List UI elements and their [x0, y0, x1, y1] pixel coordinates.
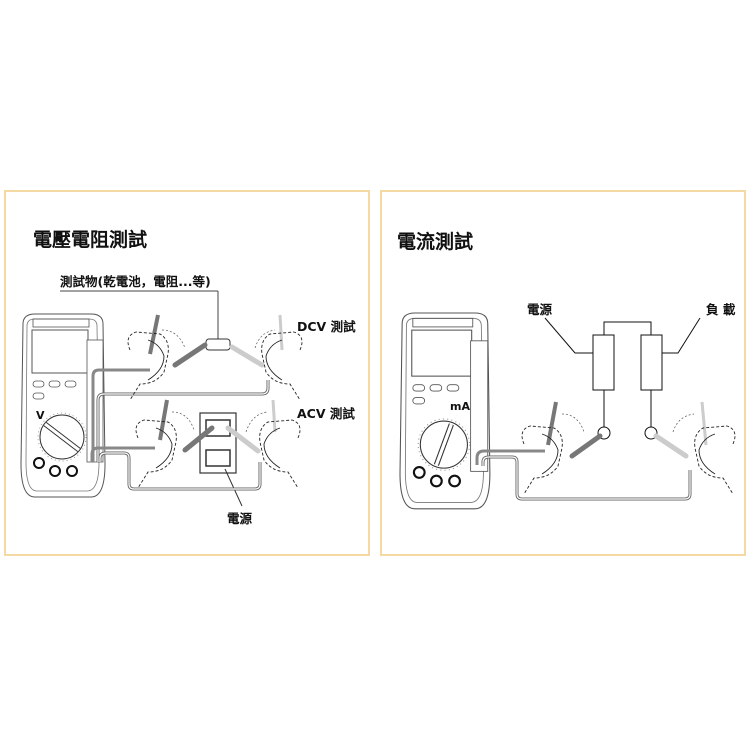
circuit — [544, 317, 701, 440]
power-label-right: 電源 — [527, 302, 553, 317]
multimeter-left — [20, 313, 106, 498]
probes-right — [521, 401, 736, 495]
dial-label-v: V — [36, 409, 45, 422]
voltage-resistance-title: 電壓電阻測試 — [33, 229, 148, 251]
probes-left — [148, 314, 284, 454]
dial-label-ma: mA — [450, 400, 470, 413]
power-label-left: 電源 — [227, 511, 253, 526]
test-object-label: 測試物(乾電池，電阻...等) — [60, 274, 211, 289]
test-leads-right — [475, 449, 692, 501]
multimeter-right — [398, 311, 491, 510]
leader-load — [662, 317, 701, 354]
current-test-title: 電流測試 — [397, 231, 474, 253]
power-source-box — [592, 334, 615, 391]
test-leads-left — [90, 368, 270, 491]
acv-test-label: ACV 測試 — [297, 406, 355, 421]
dcv-test-label: DCV 測試 — [297, 319, 356, 334]
load-box — [640, 334, 663, 391]
leader-power-right — [544, 317, 593, 354]
load-label: 負 載 — [706, 302, 736, 317]
test-object-battery — [205, 338, 231, 351]
